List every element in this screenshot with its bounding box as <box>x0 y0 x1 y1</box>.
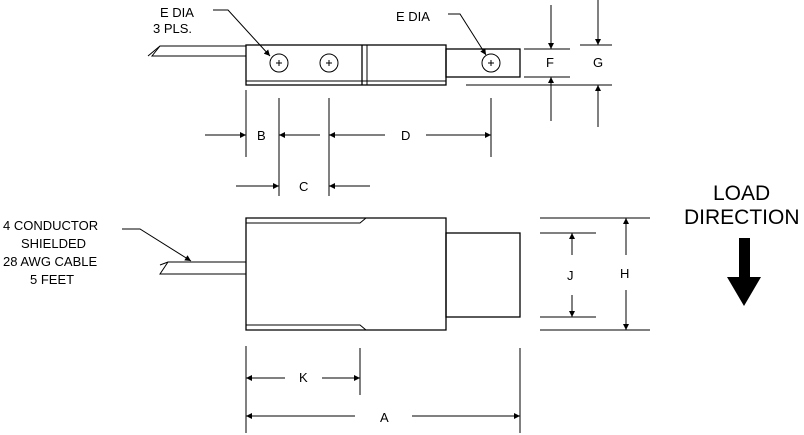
hole-1 <box>269 53 289 73</box>
top-body-outline <box>245 44 447 86</box>
side-body-top-groove <box>246 217 367 224</box>
cable-note-leader <box>122 228 192 262</box>
cable-note-line-3: 28 AWG CABLE <box>3 254 97 269</box>
top-view: E DIA 3 PLS. E DIA F G B D C <box>147 0 612 196</box>
dim-g-label: G <box>593 55 603 70</box>
hole-3 <box>481 53 501 73</box>
dim-b-label: B <box>257 128 266 143</box>
side-tab-outline <box>445 232 521 318</box>
hole-2 <box>319 53 339 73</box>
top-cable-upper-line <box>147 45 246 57</box>
e-dia-left-label-1: E DIA <box>160 5 194 20</box>
load-direction-line-2: DIRECTION <box>684 206 800 229</box>
e-dia-right-leader <box>448 13 487 56</box>
side-cable-upper-line <box>159 261 246 266</box>
load-direction: LOAD DIRECTION <box>684 182 800 306</box>
dim-d-label: D <box>401 128 410 143</box>
load-direction-line-1: LOAD <box>713 182 770 205</box>
cable-note-line-1: 4 CONDUCTOR <box>3 218 98 233</box>
dim-f-label: F <box>546 55 554 70</box>
e-dia-left-label-2: 3 PLS. <box>153 21 192 36</box>
load-direction-arrow-icon <box>727 238 761 306</box>
dim-c-label: C <box>299 179 308 194</box>
side-body-bottom-groove <box>246 324 367 331</box>
side-cable-lower-line <box>159 261 246 275</box>
dim-j-label: J <box>567 268 574 283</box>
dim-a-label: A <box>380 410 389 425</box>
e-dia-right-label: E DIA <box>396 9 430 24</box>
e-dia-left-leader <box>213 9 271 57</box>
dim-k-label: K <box>299 370 308 385</box>
dim-h-label: H <box>620 266 629 281</box>
cable-note-line-2: SHIELDED <box>21 236 86 251</box>
cable-note-line-4: 5 FEET <box>30 272 74 287</box>
top-tab-outline <box>445 48 521 78</box>
top-cable-lower-line <box>150 45 246 57</box>
side-view: 4 CONDUCTOR SHIELDED 28 AWG CABLE 5 FEET… <box>3 217 650 433</box>
side-body-outline <box>245 217 447 331</box>
